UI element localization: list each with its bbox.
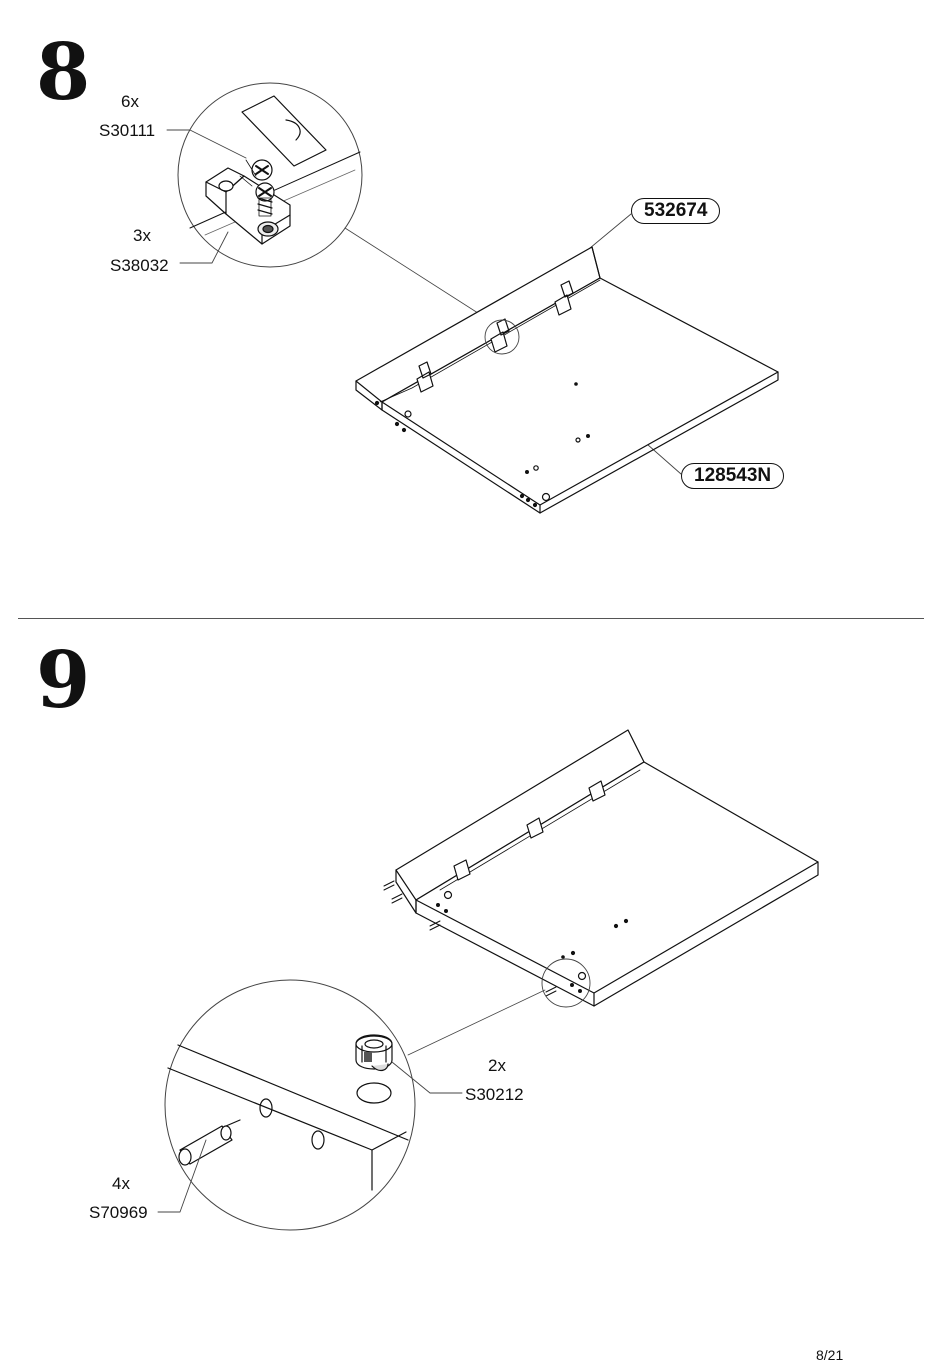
- step-divider: [18, 618, 924, 619]
- step-8-number: 8: [36, 27, 91, 118]
- step8-screw-icon: [239, 159, 275, 217]
- step8-panel-brackets: [416, 280, 574, 393]
- panel-code-128543n: 128543N: [681, 463, 785, 489]
- part-code-s30212: S30212: [465, 1085, 524, 1104]
- part-qty-s30111: 6x: [121, 92, 139, 111]
- part-qty-s70969: 4x: [112, 1174, 130, 1193]
- step9-detail-panel-icon: [167, 1044, 409, 1191]
- step8-plate-icon: [241, 95, 327, 167]
- part-code-s30111: S30111: [99, 121, 156, 140]
- part-qty-s30212: 2x: [488, 1056, 506, 1075]
- step8-detail-connector: [344, 227, 493, 323]
- step8-bracket-icon: [205, 167, 291, 245]
- step9-dowels-icon: [383, 880, 557, 997]
- panel-code-532674: 532674: [631, 198, 721, 224]
- step8-detail-circle: [177, 82, 363, 268]
- part-qty-s38032: 3x: [133, 226, 151, 245]
- step8-panel-icon: [355, 246, 779, 514]
- part-code-s70969: S70969: [89, 1203, 148, 1222]
- step9-panel-highlight: [541, 958, 591, 1008]
- step9-detail-connector: [407, 989, 546, 1056]
- step9-camlock-icon: [355, 1034, 393, 1104]
- step9-dowel-icon: [178, 1119, 241, 1166]
- part-code-s38032: S38032: [110, 256, 169, 275]
- page-number: 8/21: [816, 1347, 844, 1363]
- step8-panel-highlight: [484, 319, 520, 355]
- step-9-number: 9: [36, 635, 91, 726]
- step9-detail-circle: [164, 979, 416, 1231]
- step9-panel-icon: [395, 729, 819, 1007]
